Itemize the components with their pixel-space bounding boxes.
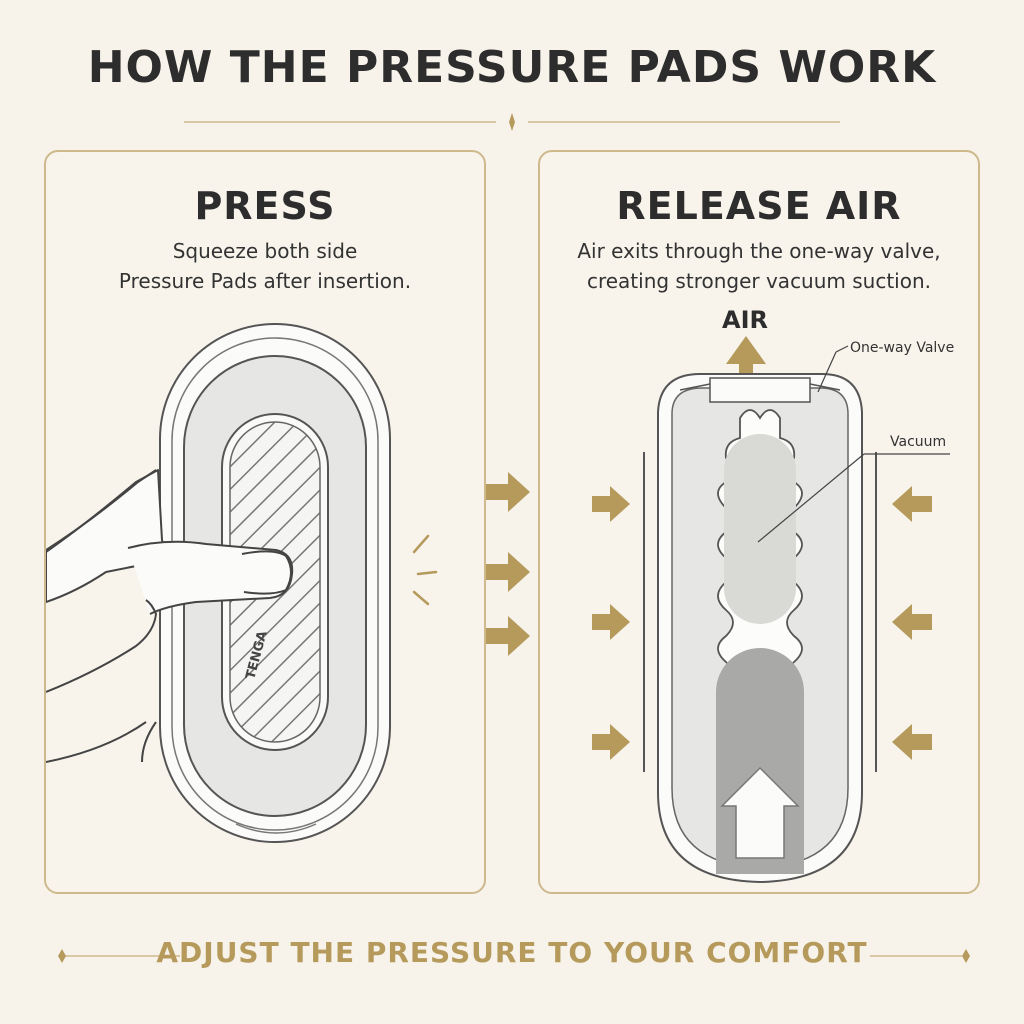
release-air-panel: RELEASE AIR Air exits through the one-wa… [538,150,980,894]
air-arrow-icon [726,336,766,390]
pressure-arrow-icon [592,724,630,760]
release-desc-line-2: creating stronger vacuum suction. [586,269,932,293]
press-panel: PRESS Squeeze both side Pressure Pads af… [44,150,486,894]
press-heading: PRESS [194,184,336,228]
pressure-arrow-icon [892,486,932,522]
press-desc-line-2: Pressure Pads after insertion. [118,269,412,293]
device-cross-section [643,373,877,884]
pressure-arrow-icon [592,604,630,640]
title-divider [184,113,840,131]
page-title: HOW THE PRESSURE PADS WORK [87,42,937,93]
pressure-arrow-icon [486,616,530,656]
footer-tagline: ADJUST THE PRESSURE TO YOUR COMFORT [156,936,868,969]
release-heading: RELEASE AIR [616,184,902,228]
one-way-valve-label: One-way Valve [850,340,954,356]
press-description: Squeeze both side Pressure Pads after in… [66,236,464,296]
footer-divider [58,949,970,963]
diamond-ornament-icon [962,949,970,963]
pressure-arrow-icon [486,472,530,512]
air-label: AIR [722,306,768,334]
release-description: Air exits through the one-way valve, cre… [560,236,958,296]
squeeze-motion-lines [412,534,438,606]
pressure-arrow-icon [892,604,932,640]
side-pressure-arrows [592,486,932,760]
press-illustration: TENGA [46,323,438,843]
press-direction-arrows [486,472,530,656]
pressure-arrow-icon [486,552,530,592]
pressure-arrow-icon [892,724,932,760]
release-illustration: One-way Valve Vacuum [592,336,954,884]
press-desc-line-1: Squeeze both side [172,239,358,263]
pressure-arrow-icon [592,486,630,522]
vacuum-label: Vacuum [890,434,946,450]
diamond-ornament-icon [58,949,66,963]
diamond-ornament-icon [509,113,515,131]
hand-icon [46,469,294,763]
release-desc-line-1: Air exits through the one-way valve, [577,239,941,263]
